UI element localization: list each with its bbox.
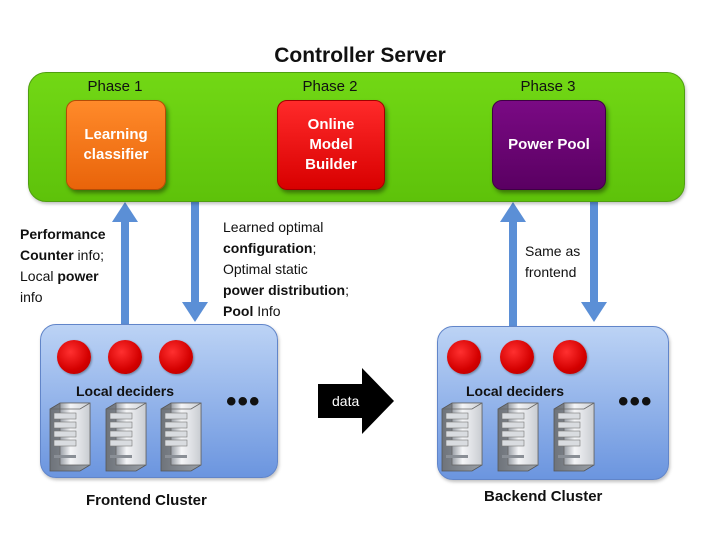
server-icon: [497, 402, 539, 472]
annot-info: info;: [73, 247, 105, 263]
server-icon: [553, 402, 595, 472]
server-icon: [441, 402, 483, 472]
arrow-backend-up: [500, 202, 526, 328]
same-as-frontend-annotation: Same as frontend: [525, 241, 580, 283]
local-decider-circle: [159, 340, 193, 374]
frontend-local-deciders-label: Local deciders: [76, 383, 175, 399]
annot-semicolon2: ;: [345, 282, 349, 298]
annot-learned-optimal: Learned optimal: [223, 219, 324, 235]
arrow-backend-down: [581, 200, 607, 322]
annot-power-distribution: power distribution: [223, 282, 346, 298]
controller-server-title: Controller Server: [274, 44, 446, 67]
learning-classifier-box: Learning classifier: [66, 100, 166, 190]
phase2-label: Phase 2: [302, 78, 358, 95]
local-decider-circle: [553, 340, 587, 374]
learned-config-annotation: Learned optimal configuration; Optimal s…: [223, 217, 349, 322]
annot-pool-info: Info: [253, 303, 281, 319]
annot-pool: Pool: [223, 303, 254, 319]
power-pool-label: Power Pool: [508, 136, 590, 153]
annot-power: power: [57, 268, 99, 284]
learning-classifier-label: Learning classifier: [83, 126, 149, 163]
local-decider-circle: [108, 340, 142, 374]
local-decider-circle: [500, 340, 534, 374]
annot-counter: Counter: [20, 247, 74, 263]
arrow-frontend-up: [112, 202, 138, 328]
backend-more-ellipsis: •••: [618, 385, 653, 418]
annot-frontend: frontend: [525, 264, 577, 280]
annot-info2: info: [20, 289, 43, 305]
power-pool-box: Power Pool: [492, 100, 606, 190]
annot-semicolon1: ;: [312, 240, 317, 256]
online-model-builder-label: Online Model Builder: [305, 116, 357, 173]
backend-local-deciders-label: Local deciders: [466, 383, 565, 399]
local-decider-circle: [447, 340, 481, 374]
data-arrow-label: data: [332, 393, 360, 409]
arrow-frontend-down: [182, 200, 208, 322]
phase1-label: Phase 1: [87, 78, 143, 95]
performance-annotation: Performance Counter info; Local power in…: [20, 224, 106, 308]
frontend-more-ellipsis: •••: [226, 385, 261, 418]
data-arrow: [318, 368, 394, 434]
frontend-cluster-label: Frontend Cluster: [86, 492, 207, 509]
local-decider-circle: [57, 340, 91, 374]
annot-performance: Performance: [20, 226, 106, 242]
online-model-builder-box: Online Model Builder: [277, 100, 385, 190]
annot-configuration: configuration: [223, 240, 313, 256]
annot-same-as: Same as: [525, 243, 581, 259]
annot-local: Local: [20, 268, 58, 284]
annot-optimal-static: Optimal static: [223, 261, 308, 277]
phase3-label: Phase 3: [520, 78, 576, 95]
backend-cluster-label: Backend Cluster: [484, 488, 603, 505]
